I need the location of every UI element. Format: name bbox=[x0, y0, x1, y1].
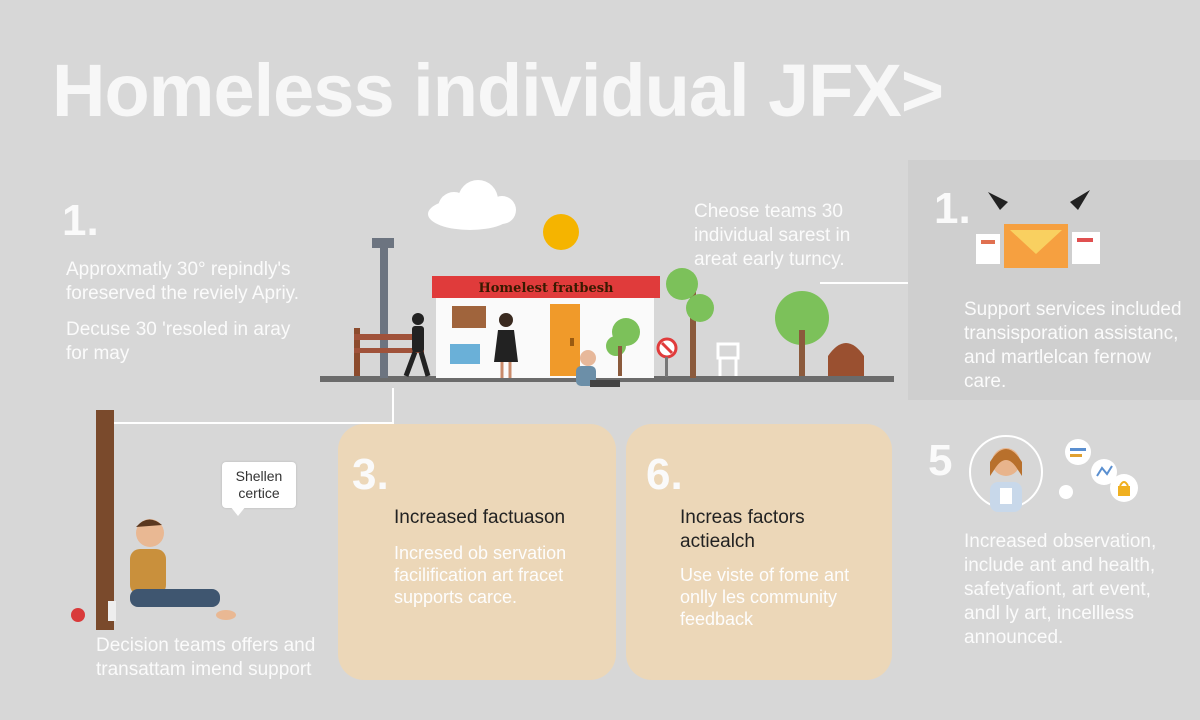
card-number-3: 3. bbox=[352, 450, 389, 499]
shelter-icon bbox=[828, 343, 864, 376]
street-scene-illustration: Homelest fratbesh bbox=[320, 180, 894, 387]
cloud-icon bbox=[428, 180, 516, 230]
card-text: Incresed ob servation facilification art… bbox=[394, 543, 567, 607]
step-number-1: 1. bbox=[62, 196, 99, 245]
connector-line bbox=[112, 422, 392, 424]
health-care-illustration bbox=[969, 435, 1138, 512]
tree-icon bbox=[775, 291, 829, 376]
card-increased-factuason bbox=[338, 424, 616, 680]
ground-line bbox=[320, 376, 894, 382]
right-bottom-text: Increased observation, include ant and h… bbox=[964, 531, 1157, 648]
tree-icon bbox=[606, 318, 640, 376]
card-heading: Increased factuason bbox=[394, 507, 566, 528]
card-number-6: 6. bbox=[646, 450, 683, 499]
speech-bubble: Shellen certice bbox=[222, 462, 296, 508]
tree-icon bbox=[666, 268, 714, 378]
card-increas-factors bbox=[626, 424, 892, 680]
step-number-1-right: 1. bbox=[934, 184, 971, 233]
speech-bubble-tail bbox=[230, 506, 246, 516]
support-services-icon bbox=[976, 190, 1100, 268]
sun-icon bbox=[543, 214, 579, 250]
shop-building bbox=[432, 276, 660, 378]
left-text-1: Approxmatly 30° repindly's foreserved th… bbox=[66, 259, 300, 304]
speech-bubble-text: Shellen certice bbox=[235, 468, 283, 501]
page-title: Homeless individual JFX> bbox=[52, 49, 944, 132]
walking-person-icon bbox=[403, 313, 431, 377]
step-number-5: 5 bbox=[928, 436, 953, 485]
card-text: Use viste of fome ant onlly les communit… bbox=[680, 565, 850, 629]
card-heading: Increas factors actiealch bbox=[680, 507, 805, 552]
shop-sign-text: Homelest fratbesh bbox=[478, 281, 614, 296]
lamp-post-icon bbox=[372, 238, 394, 378]
fence-icon bbox=[354, 328, 424, 376]
bottom-left-text: Decision teams offers and transattam ime… bbox=[96, 635, 316, 680]
right-panel bbox=[908, 160, 1200, 400]
seated-man-illustration bbox=[71, 410, 236, 630]
right-top-text: Support services included transisporatio… bbox=[964, 299, 1182, 392]
connector-line bbox=[392, 388, 394, 424]
chair-icon bbox=[716, 342, 740, 376]
standing-woman-icon bbox=[494, 313, 518, 378]
top-middle-text: Cheose teams 30 individual sarest in are… bbox=[694, 201, 851, 270]
no-sign-icon bbox=[656, 337, 678, 377]
sitting-person-icon bbox=[576, 350, 620, 387]
connector-line bbox=[820, 282, 908, 284]
left-text-2: Decuse 30 'resoled in aray for may bbox=[66, 319, 291, 364]
